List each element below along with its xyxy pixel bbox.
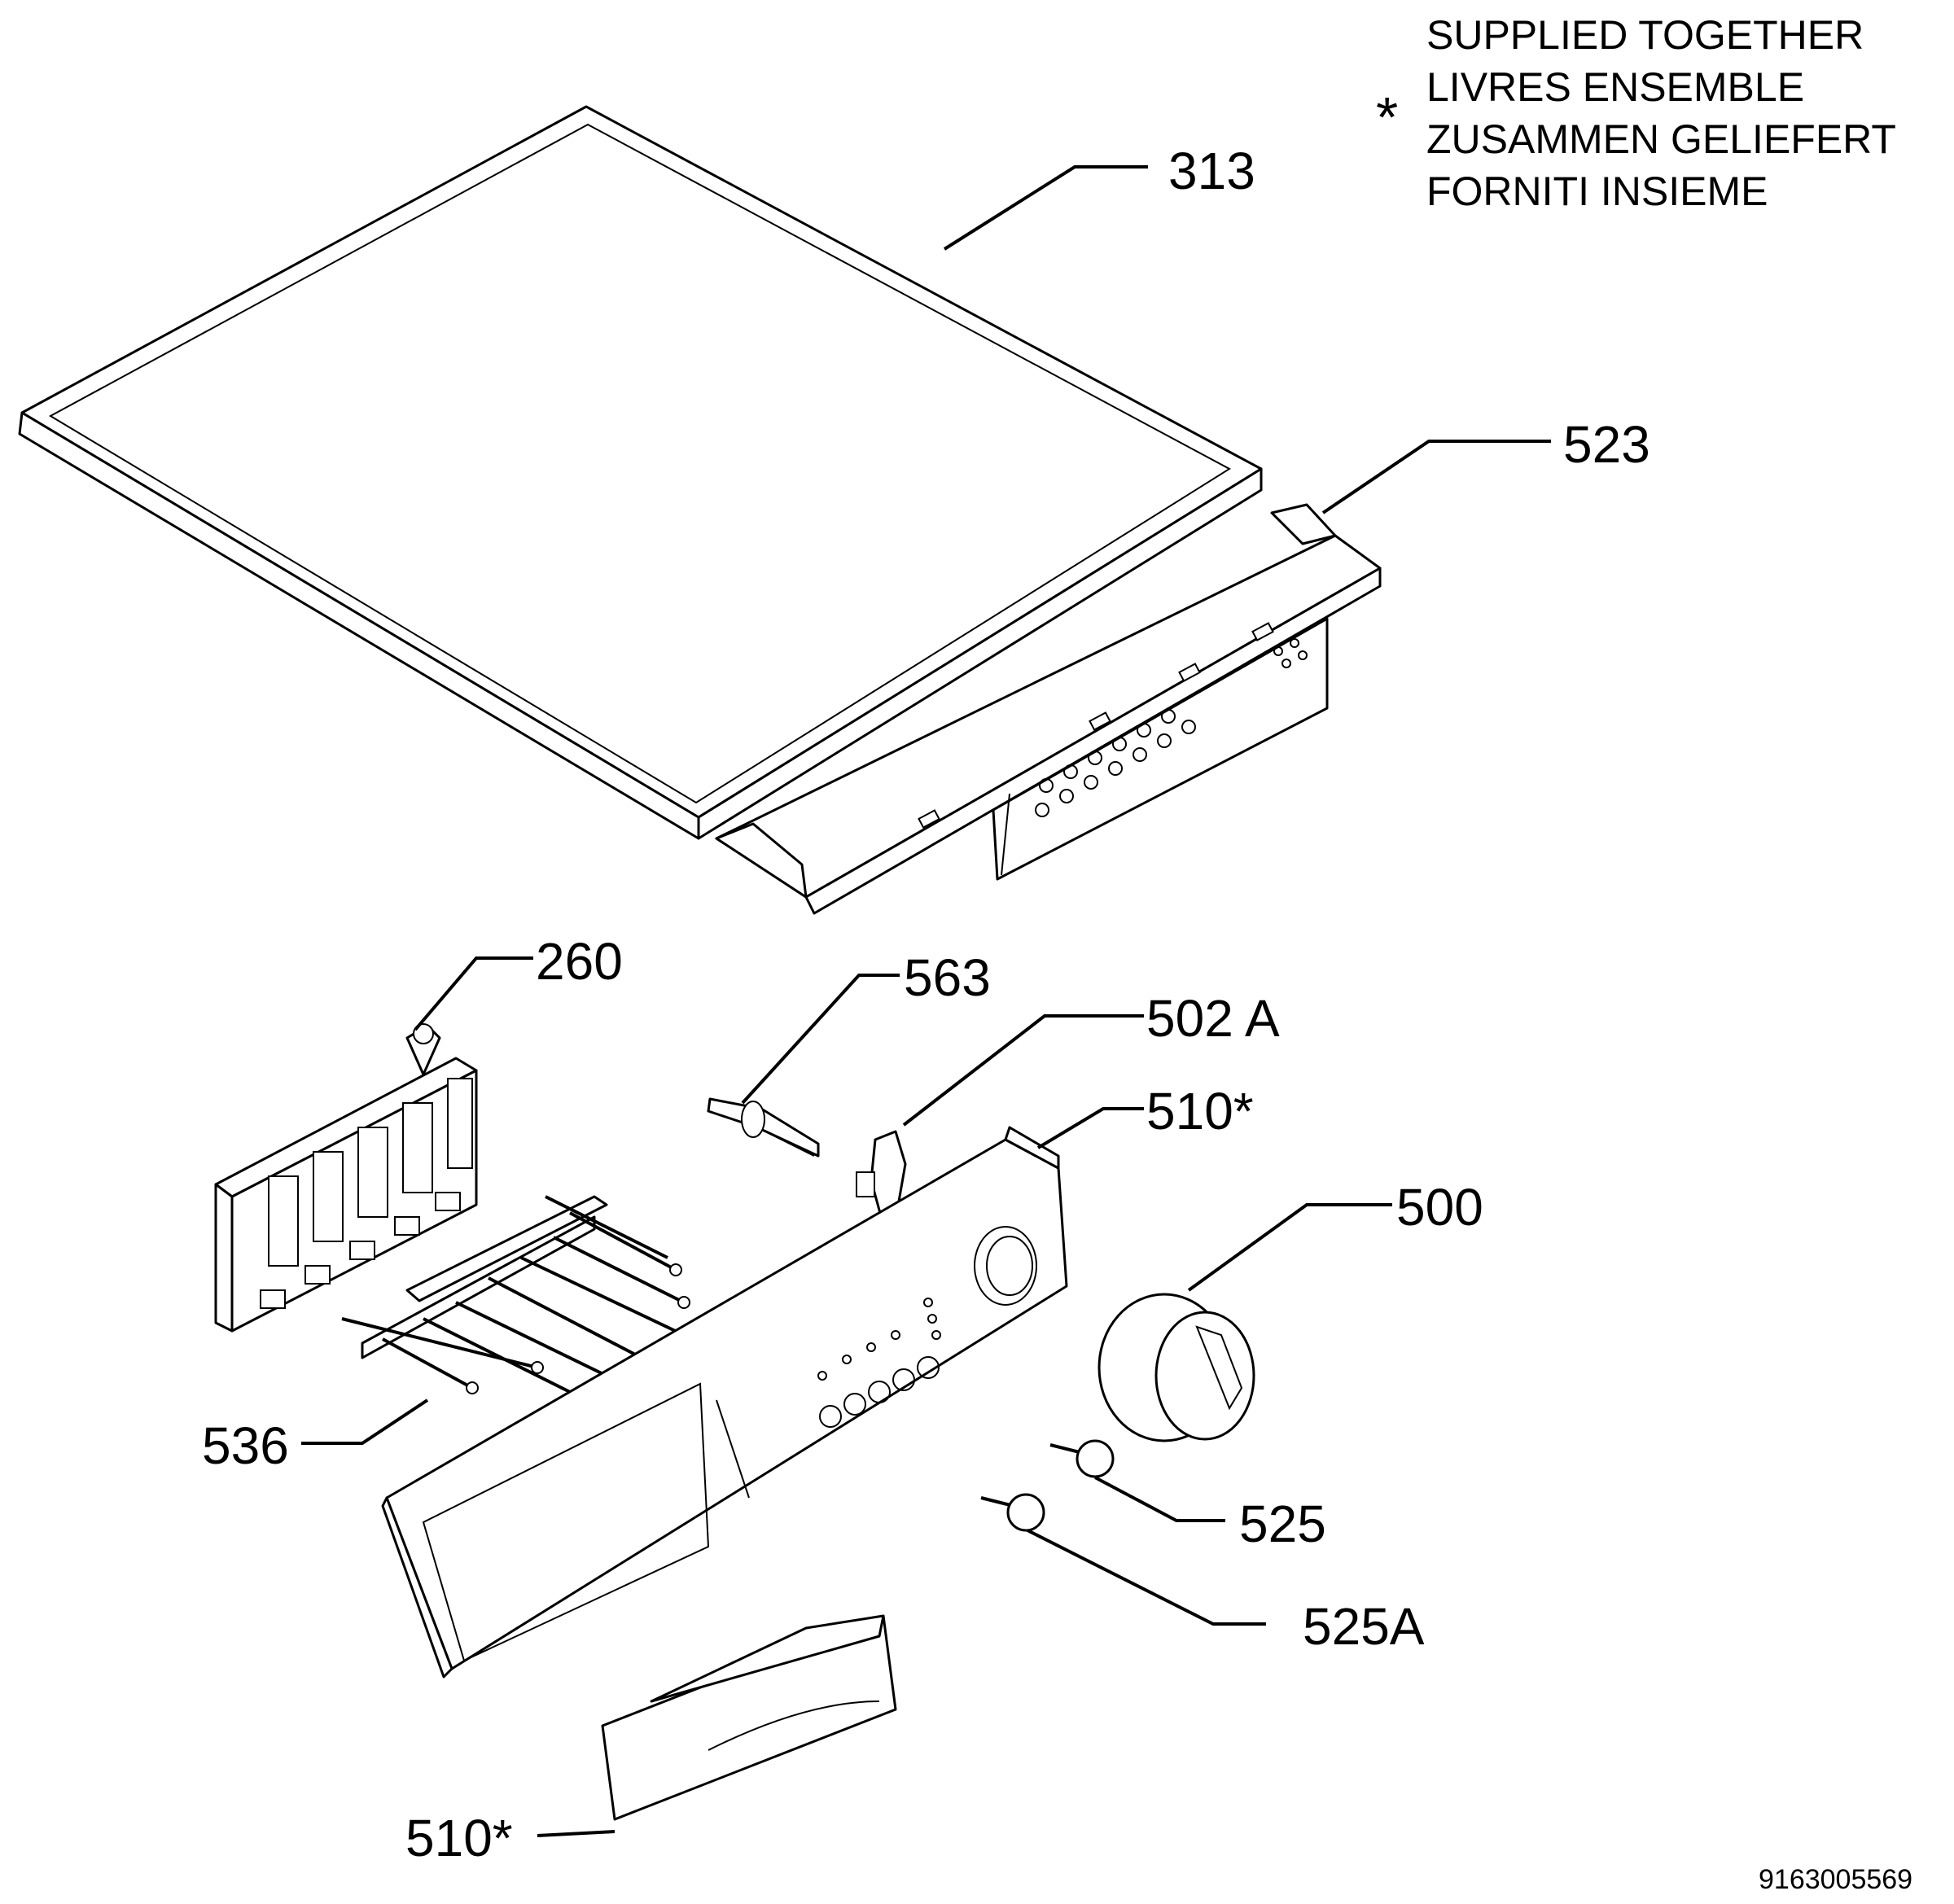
callout-525: 525 — [1239, 1495, 1326, 1553]
callout-500: 500 — [1396, 1178, 1483, 1237]
part-525a-button — [980, 1493, 1045, 1532]
callout-260: 260 — [536, 932, 623, 991]
callout-510-drawer: 510* — [405, 1809, 513, 1867]
legend-line-3: ZUSAMMEN GELIEFERT — [1426, 116, 1896, 162]
callout-510-panel: 510* — [1146, 1082, 1254, 1140]
callout-525a: 525A — [1303, 1597, 1425, 1656]
part-260-switch-block — [214, 1023, 478, 1333]
drawing-number: 9163005569 — [1759, 1864, 1912, 1895]
callout-536: 536 — [202, 1416, 289, 1475]
part-500-knob — [1097, 1293, 1255, 1442]
part-313-top-cover — [18, 105, 1263, 840]
part-510-front-panel — [381, 1126, 1068, 1679]
legend-line-2: LIVRES ENSEMBLE — [1426, 64, 1804, 110]
legend-line-4: FORNITI INSIEME — [1426, 169, 1768, 214]
part-525-button — [1049, 1439, 1115, 1478]
legend-asterisk: * — [1376, 85, 1398, 149]
bracket-hole-grid — [1035, 638, 1308, 817]
callout-563: 563 — [904, 948, 991, 1007]
legend-line-1: SUPPLIED TOGETHER — [1426, 12, 1864, 58]
legend: * SUPPLIED TOGETHER LIVRES ENSEMBLE ZUSA… — [1376, 12, 1896, 214]
part-523-panel-bracket — [715, 503, 1382, 915]
part-563-spindle — [707, 1097, 820, 1158]
leader-lines — [301, 165, 1551, 1837]
callout-523: 523 — [1563, 415, 1650, 474]
callout-313: 313 — [1168, 142, 1255, 200]
part-510-drawer — [601, 1614, 897, 1821]
callout-502a: 502 A — [1146, 989, 1280, 1048]
